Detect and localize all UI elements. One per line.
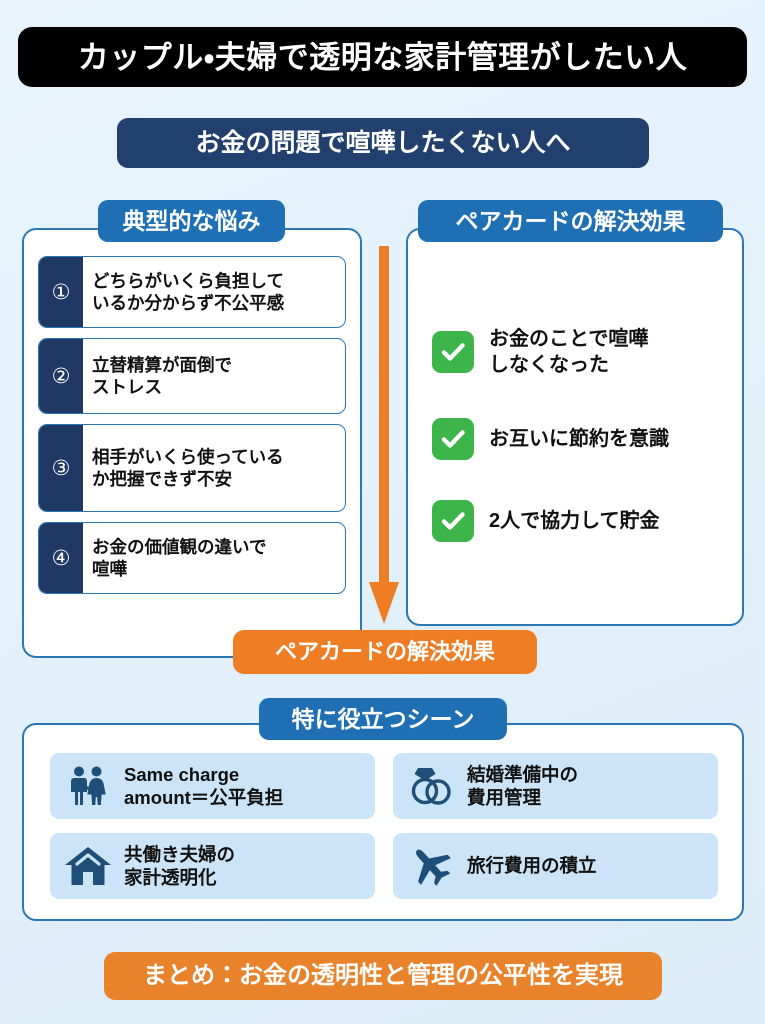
mid-flow-banner-label: ペアカードの解決効果 [274, 639, 495, 664]
scenes-panel-badge: 特に役立つシーン [259, 698, 507, 740]
scenes-badge-label: 特に役立つシーン [291, 705, 475, 732]
problem-number: ④ [51, 546, 71, 570]
scene-text: 共働き夫婦の家計透明化 [124, 843, 236, 888]
problem-number-tab: ① [39, 257, 83, 327]
page-subtitle: お金の問題で喧嘩したくない人へ [117, 118, 649, 168]
problem-text-area: お金の価値観の違いで喧嘩 [83, 523, 345, 593]
problems-panel-badge: 典型的な悩み [98, 200, 285, 242]
benefit-text: 2人で協力して貯金 [489, 510, 660, 532]
airplane-icon [405, 840, 457, 892]
summary-banner: まとめ：お金の透明性と管理の公平性を実現 [104, 952, 662, 1000]
scene-text: 旅行費用の積立 [467, 855, 597, 877]
problem-item: ③ 相手がいくら使っているか把握できず不安 [38, 424, 346, 512]
benefits-badge-label: ペアカードの解決効果 [455, 207, 686, 234]
problem-item: ④ お金の価値観の違いで喧嘩 [38, 522, 346, 594]
check-icon [432, 500, 474, 542]
problem-number: ② [51, 364, 71, 388]
summary-banner-label: まとめ：お金の透明性と管理の公平性を実現 [143, 962, 623, 989]
page-title: カップル・夫婦で透明な家計管理がしたい人 [18, 27, 747, 87]
scene-text: 結婚準備中の費用管理 [467, 763, 579, 808]
problem-number-tab: ③ [39, 425, 83, 511]
problem-text-area: 立替精算が面倒でストレス [83, 339, 345, 413]
problem-text-area: どちらがいくら負担しているか分からず不公平感 [83, 257, 345, 327]
problem-text: 立替精算が面倒でストレス [92, 354, 232, 397]
problem-item: ② 立替精算が面倒でストレス [38, 338, 346, 414]
benefits-list: お金のことで喧嘩しなくなった お互いに節約を意識 2人で協力して貯金 [432, 326, 732, 542]
benefit-item: 2人で協力して貯金 [432, 500, 732, 542]
wedding-rings-icon [405, 760, 457, 812]
problem-text: お金の価値観の違いで喧嘩 [92, 536, 267, 579]
problem-text: 相手がいくら使っているか把握できず不安 [92, 446, 284, 489]
benefit-item: お互いに節約を意識 [432, 418, 732, 460]
benefit-text: お金のことで喧嘩しなくなった [489, 328, 649, 376]
problems-list: ① どちらがいくら負担しているか分からず不公平感 ② 立替精算が面倒でストレス … [38, 256, 346, 604]
problem-number: ① [51, 280, 71, 304]
mid-flow-banner: ペアカードの解決効果 [233, 630, 537, 674]
scene-item: 結婚準備中の費用管理 [393, 753, 718, 819]
problem-text-area: 相手がいくら使っているか把握できず不安 [83, 425, 345, 511]
benefit-text: お互いに節約を意識 [489, 428, 669, 450]
problem-number-tab: ④ [39, 523, 83, 593]
problem-item: ① どちらがいくら負担しているか分からず不公平感 [38, 256, 346, 328]
couple-icon [62, 760, 114, 812]
problem-number: ③ [51, 456, 71, 480]
page-subtitle-text: お金の問題で喧嘩したくない人へ [195, 128, 571, 157]
check-icon [432, 331, 474, 373]
house-icon [62, 840, 114, 892]
benefits-panel-badge: ペアカードの解決効果 [418, 200, 723, 242]
problem-text: どちらがいくら負担しているか分からず不公平感 [92, 270, 285, 313]
scene-item: 共働き夫婦の家計透明化 [50, 833, 375, 899]
problems-badge-label: 典型的な悩み [122, 207, 261, 234]
down-arrow-icon [368, 246, 400, 628]
problems-panel: ① どちらがいくら負担しているか分からず不公平感 ② 立替精算が面倒でストレス … [22, 228, 362, 658]
benefits-panel: お金のことで喧嘩しなくなった お互いに節約を意識 2人で協力して貯金 [406, 228, 744, 626]
scene-item: 旅行費用の積立 [393, 833, 718, 899]
page-title-text: カップル・夫婦で透明な家計管理がしたい人 [77, 39, 688, 75]
problem-number-tab: ② [39, 339, 83, 413]
benefit-item: お金のことで喧嘩しなくなった [432, 326, 732, 378]
check-icon [432, 418, 474, 460]
